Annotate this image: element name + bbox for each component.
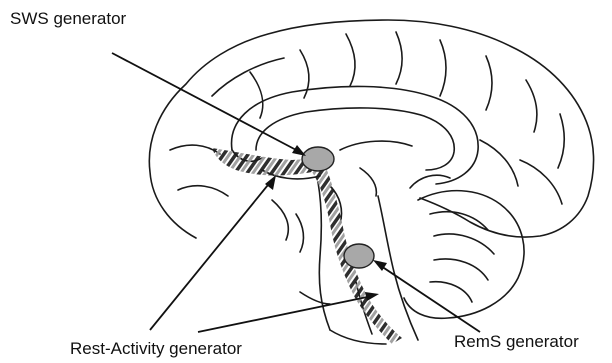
rems-generator-label: RemS generator	[454, 332, 579, 351]
rest-activity-arrow-left	[150, 175, 276, 330]
sws-generator-label: SWS generator	[10, 9, 127, 28]
sws-arrow	[112, 53, 306, 156]
cerebrum-outline	[149, 20, 593, 238]
sws-generator-marker	[302, 147, 334, 171]
cerebellum	[404, 175, 524, 318]
rest-activity-generator-label: Rest-Activity generator	[70, 339, 242, 358]
reticular-hatched-band	[212, 148, 402, 344]
rems-arrow	[373, 260, 480, 332]
rest-activity-arrow-right	[198, 292, 379, 332]
rems-generator-marker	[344, 244, 374, 268]
